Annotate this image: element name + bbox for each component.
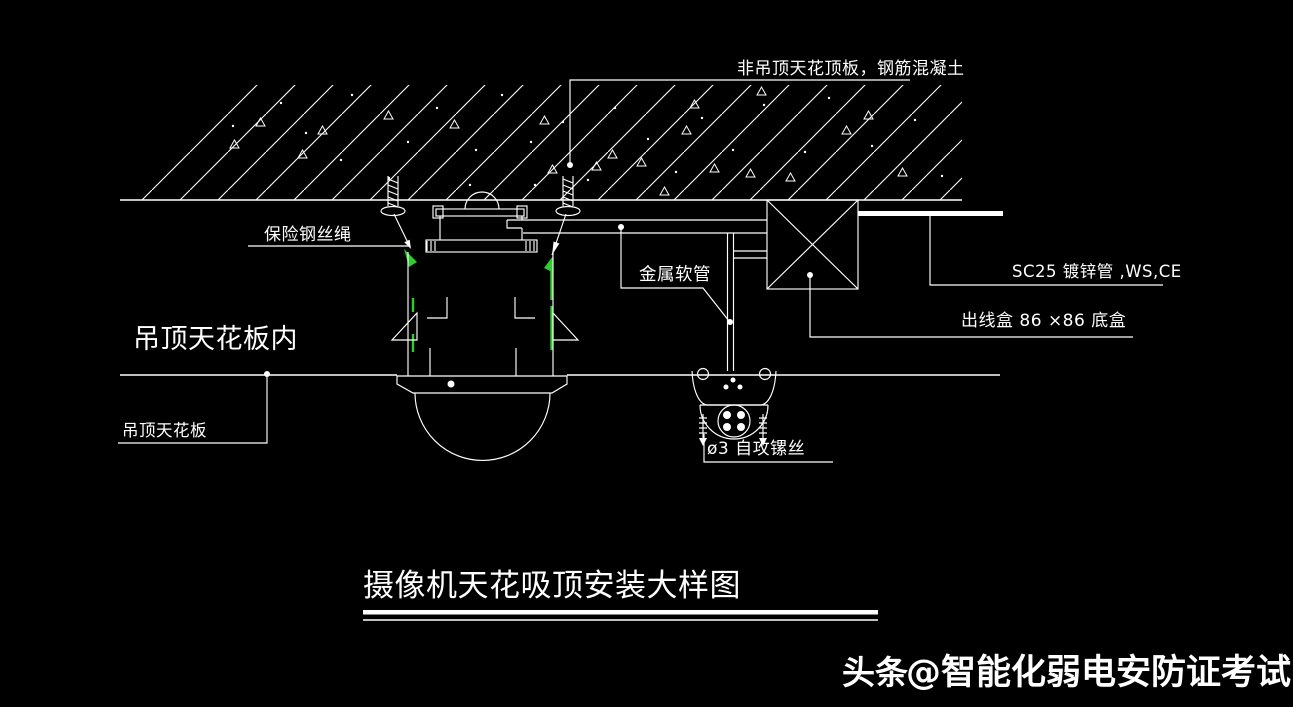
drawing-title: 摄像机天花吸顶安装大样图 xyxy=(363,568,741,604)
label-inside-ceiling: 吊顶天花板内 xyxy=(133,324,298,355)
leader-flexible-conduit xyxy=(618,224,733,325)
label-tapping-screw: ø3 自攻镙丝 xyxy=(707,439,805,459)
label-outlet-box: 出线盒 86 ×86 底盒 xyxy=(961,311,1126,331)
camera-mount-housing xyxy=(390,191,580,376)
leader-tapping-screw xyxy=(703,434,833,463)
leader-outlet-box xyxy=(807,272,1133,338)
label-slab: 非吊顶天花顶板，钢筋混凝土 xyxy=(737,59,965,79)
safety-wire-left xyxy=(393,213,417,352)
mini-camera xyxy=(691,367,777,447)
leader-ceiling-panel xyxy=(118,371,270,444)
dome-camera xyxy=(396,375,568,461)
watermark-account: @智能化弱电安防证考试 xyxy=(906,653,1291,693)
leader-pipe xyxy=(929,216,1163,286)
mounting-rails xyxy=(506,219,767,234)
safety-wire-right xyxy=(544,213,567,350)
label-ceiling-panel: 吊顶天花板 xyxy=(122,421,207,440)
watermark-brand: 头条 xyxy=(842,653,908,692)
leader-slab xyxy=(567,79,910,168)
watermark: 头条 @智能化弱电安防证考试 xyxy=(842,653,1291,693)
label-safety-rope: 保险钢丝绳 xyxy=(264,225,352,245)
flexible-conduit xyxy=(726,233,767,371)
junction-box xyxy=(766,199,859,290)
label-pipe: SC25 镀锌管 ,WS,CE xyxy=(1012,262,1182,281)
drawing-title-block: 摄像机天花吸顶安装大样图 xyxy=(363,568,878,621)
concrete-slab-hatch xyxy=(120,85,962,201)
label-flexible-conduit: 金属软管 xyxy=(639,265,711,285)
